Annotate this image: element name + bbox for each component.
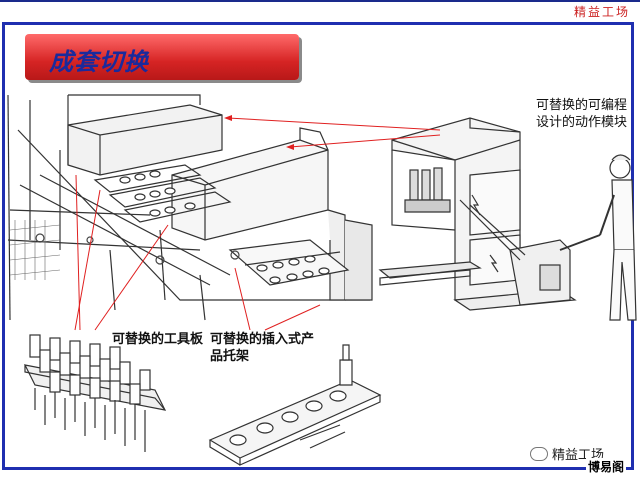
title-banner: 成套切换 <box>25 34 299 80</box>
caption-product-pallet: 可替换的插入式产品托架 <box>210 332 315 364</box>
caption-programmable-module: 可替换的可编程设计的动作模块 <box>536 98 628 130</box>
slide-title: 成套切换 <box>49 48 149 76</box>
caption-tool-plate: 可替换的工具板 <box>112 332 204 347</box>
top-rule <box>0 0 640 2</box>
brand-header: 精益工场 <box>573 5 630 19</box>
wechat-icon <box>530 446 548 461</box>
watermark: 博易阁 <box>586 458 627 475</box>
